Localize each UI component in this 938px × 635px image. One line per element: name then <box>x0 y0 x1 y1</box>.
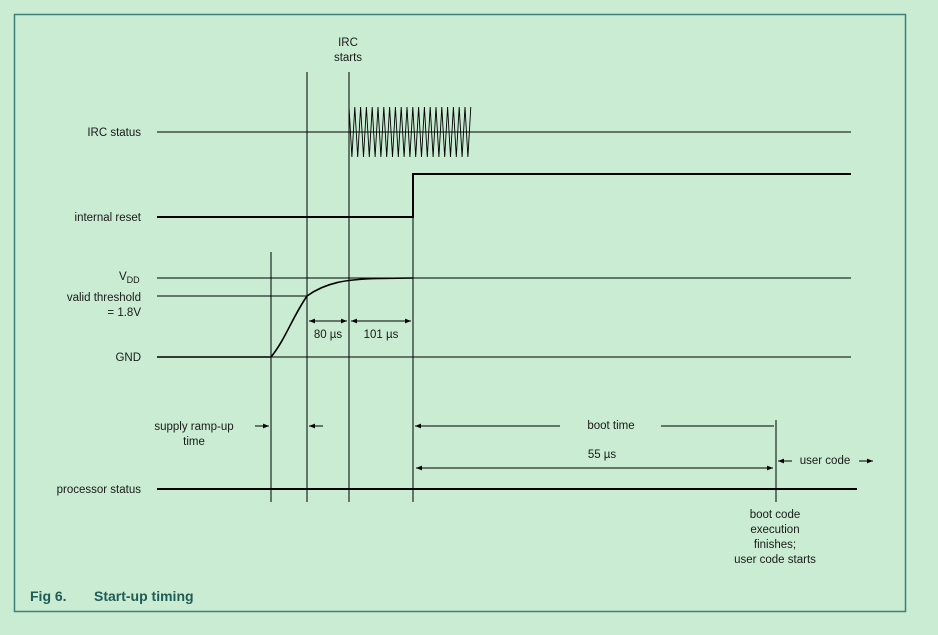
boot-finish-label: user code starts <box>734 554 816 566</box>
time-80us-label: 80 µs <box>314 329 343 341</box>
boot-finish-label: execution <box>750 524 799 536</box>
internal-reset-trace <box>157 173 851 218</box>
figure-title: Start-up timing <box>94 588 194 604</box>
vdd-ramp-trace <box>157 277 414 358</box>
vdd-label: VDD <box>119 271 140 285</box>
figure-border <box>13 13 907 613</box>
time-101us-label: 101 µs <box>364 329 399 341</box>
timing-markers <box>270 72 777 502</box>
signal-baselines <box>157 131 851 358</box>
user-code-label: user code <box>800 455 851 467</box>
internal-reset-label: internal reset <box>75 212 142 224</box>
irc-status-label: IRC status <box>87 127 141 139</box>
processor-status-label: processor status <box>57 484 142 496</box>
boot-finish-label: boot code <box>750 509 801 521</box>
supply-ramp-label: supply ramp-up <box>154 421 233 433</box>
gnd-label: GND <box>115 352 141 364</box>
time-55us-label: 55 µs <box>588 449 617 461</box>
irc-oscillation-trace <box>348 106 472 158</box>
figure-number: Fig 6. <box>30 588 67 604</box>
supply-ramp-label: time <box>183 436 205 448</box>
boot-finish-label: finishes; <box>754 539 796 551</box>
boot-time-label: boot time <box>587 420 634 432</box>
valid-threshold-label: = 1.8V <box>107 307 141 319</box>
valid-threshold-label: valid threshold <box>67 292 141 304</box>
irc-starts-label: IRC <box>338 37 358 49</box>
dimension-arrows <box>255 318 873 471</box>
irc-starts-label: starts <box>334 52 362 64</box>
